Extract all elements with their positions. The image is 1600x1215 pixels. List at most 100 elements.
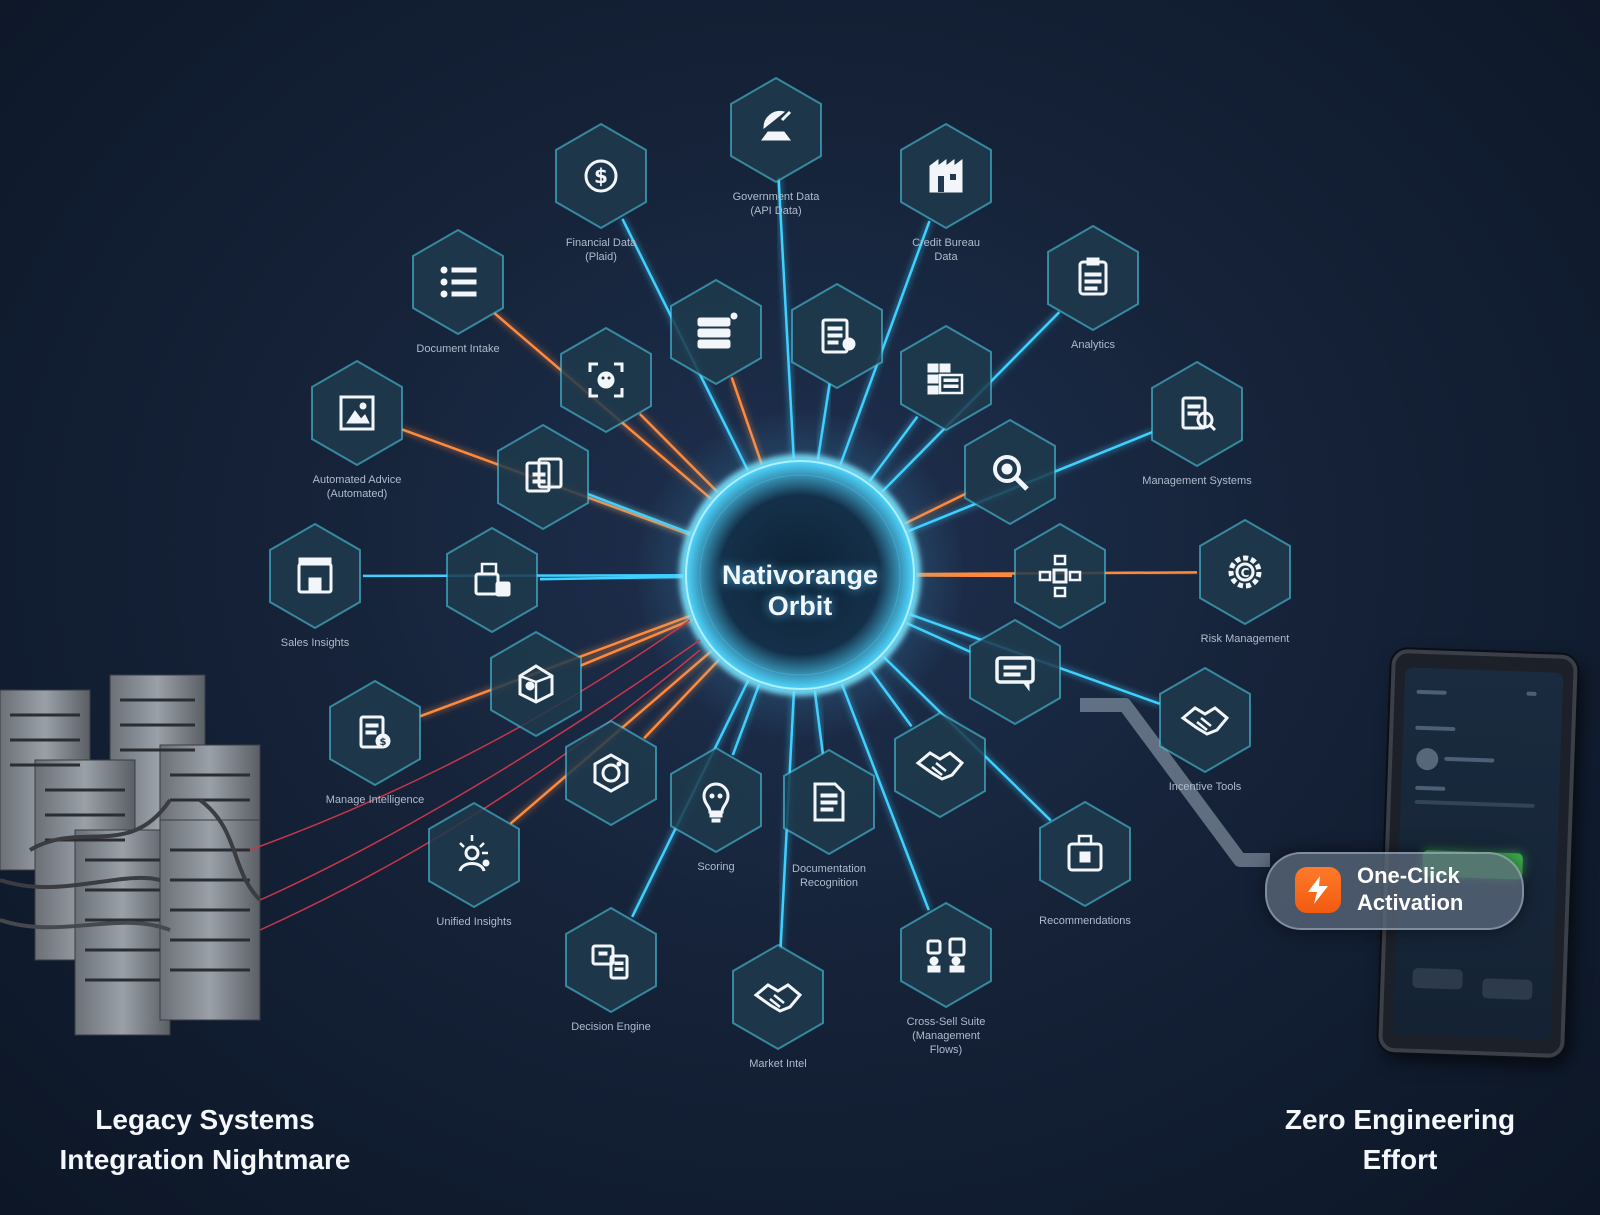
document-search-icon	[1181, 396, 1217, 432]
hex-node-dollar[interactable]: $	[555, 122, 647, 230]
hex-frame	[670, 746, 762, 854]
form-document-icon	[821, 318, 856, 354]
grid-table-icon	[927, 363, 964, 395]
clipboard-icon	[1078, 257, 1108, 296]
hex-node-store[interactable]	[269, 522, 361, 630]
hex-label-gear: Risk Management	[1200, 633, 1290, 645]
hex-node-satellite[interactable]	[730, 76, 822, 184]
hex-frame	[269, 522, 361, 630]
lightning-bolt-icon	[1295, 867, 1341, 913]
handshake-icon	[915, 751, 965, 781]
documents-icon	[525, 457, 563, 493]
handshake-icon	[1180, 706, 1230, 736]
hex-node-form[interactable]	[791, 282, 883, 390]
hex-frame	[900, 901, 992, 1009]
hex-frame	[730, 76, 822, 184]
svg-text:C: C	[1241, 566, 1250, 580]
central-hub	[635, 410, 965, 740]
activation-label: One-Click Activation	[1357, 863, 1464, 915]
tablet-tertiary-button[interactable]	[1481, 978, 1533, 1000]
hex-node-list[interactable]	[412, 228, 504, 336]
hex-node-handshake-r[interactable]	[1159, 666, 1251, 774]
hex-label-handshake-b: Market Intel	[749, 1058, 807, 1070]
hex-node-bulb[interactable]	[670, 746, 762, 854]
hex-label-doc-search: Management Systems	[1142, 475, 1252, 487]
hex-node-docs[interactable]	[497, 423, 589, 531]
one-click-activation[interactable]: One-Click Activation	[1265, 852, 1524, 930]
hex-frame	[1199, 518, 1291, 626]
activation-connector	[1080, 698, 1270, 867]
hex-node-gear[interactable]: C	[1199, 518, 1291, 626]
hex-node-printer[interactable]	[446, 526, 538, 634]
hex-node-camera[interactable]	[565, 719, 657, 827]
hex-frame	[555, 122, 647, 230]
storefront-icon	[297, 557, 333, 594]
hex-label-bag: Recommendations	[1039, 915, 1131, 927]
network-nodes-icon	[1038, 554, 1082, 598]
hex-node-image[interactable]	[311, 359, 403, 467]
hex-node-handshake-b[interactable]	[732, 943, 824, 1051]
hex-node-page[interactable]	[783, 748, 875, 856]
hex-label-building: Credit Bureau Data	[912, 237, 980, 263]
hex-label-store: Sales Insights	[280, 637, 350, 649]
legacy-server-racks	[0, 619, 701, 1036]
building-icon	[929, 159, 963, 193]
lightbulb-icon	[702, 782, 730, 823]
hex-label-page: Documentation Recognition	[792, 863, 866, 889]
svg-text:$: $	[594, 164, 608, 188]
avatar	[1415, 747, 1439, 771]
gear-icon: C	[1228, 555, 1262, 589]
hex-node-handshake-c[interactable]	[894, 711, 986, 819]
hex-node-team[interactable]	[900, 901, 992, 1009]
hex-node-report[interactable]: $	[329, 679, 421, 787]
hex-label-idea: Unified Insights	[436, 916, 512, 928]
camera-icon	[593, 753, 629, 793]
chat-document-icon	[591, 944, 629, 980]
hex-node-grid[interactable]	[900, 324, 992, 432]
hex-node-chat-doc[interactable]	[565, 906, 657, 1014]
tablet-secondary-button[interactable]	[1412, 967, 1463, 990]
legacy-systems-caption: Legacy Systems Integration Nightmare	[59, 1104, 351, 1175]
hex-node-cube[interactable]	[490, 630, 582, 738]
hex-label-handshake-r: Incentive Tools	[1168, 781, 1242, 793]
hex-label-chat-doc: Decision Engine	[571, 1021, 651, 1033]
hex-label-list: Document Intake	[416, 343, 500, 355]
hex-label-team: Cross-Sell Suite (Management Flows)	[906, 1016, 986, 1056]
hex-frame	[428, 801, 520, 909]
page-icon	[813, 782, 845, 822]
hex-label-dollar: Financial Data (Plaid)	[565, 237, 637, 263]
dollar-coin-icon: $	[584, 159, 618, 193]
hex-node-idea[interactable]	[428, 801, 520, 909]
report-icon: $	[359, 715, 391, 749]
svg-text:$: $	[380, 737, 387, 748]
hex-frame	[1014, 522, 1106, 630]
server-stack-icon	[697, 312, 738, 349]
hex-node-server[interactable]	[670, 278, 762, 386]
hex-node-magnifier[interactable]	[964, 418, 1056, 526]
hex-frame	[497, 423, 589, 531]
hub-title: Nativorange Orbit	[721, 560, 879, 621]
hex-node-doc-search[interactable]	[1151, 360, 1243, 468]
face-scan-icon	[588, 362, 624, 398]
hex-frame	[446, 526, 538, 634]
team-icon	[926, 937, 966, 973]
hex-node-building[interactable]	[900, 122, 992, 230]
cube-icon	[518, 664, 554, 704]
zero-engineering-caption: Zero Engineering Effort	[1284, 1104, 1516, 1175]
hex-node-network[interactable]	[1014, 522, 1106, 630]
hex-label-bulb: Scoring	[697, 861, 735, 873]
hex-node-face[interactable]	[560, 326, 652, 434]
hex-node-clipboard[interactable]	[1047, 224, 1139, 332]
hex-frame	[1047, 224, 1139, 332]
hex-frame	[900, 324, 992, 432]
hex-label-report: Manage Intelligence	[325, 794, 425, 806]
magnifier-icon	[993, 455, 1029, 491]
hex-label-image: Automated Advice (Automated)	[312, 474, 402, 500]
image-frame-icon	[339, 395, 375, 431]
satellite-dish-icon	[761, 110, 792, 141]
hex-node-chat[interactable]	[969, 618, 1061, 726]
hex-node-bag[interactable]	[1039, 800, 1131, 908]
briefcase-icon	[1067, 834, 1103, 872]
hex-label-satellite: Government Data (API Data)	[732, 191, 820, 217]
